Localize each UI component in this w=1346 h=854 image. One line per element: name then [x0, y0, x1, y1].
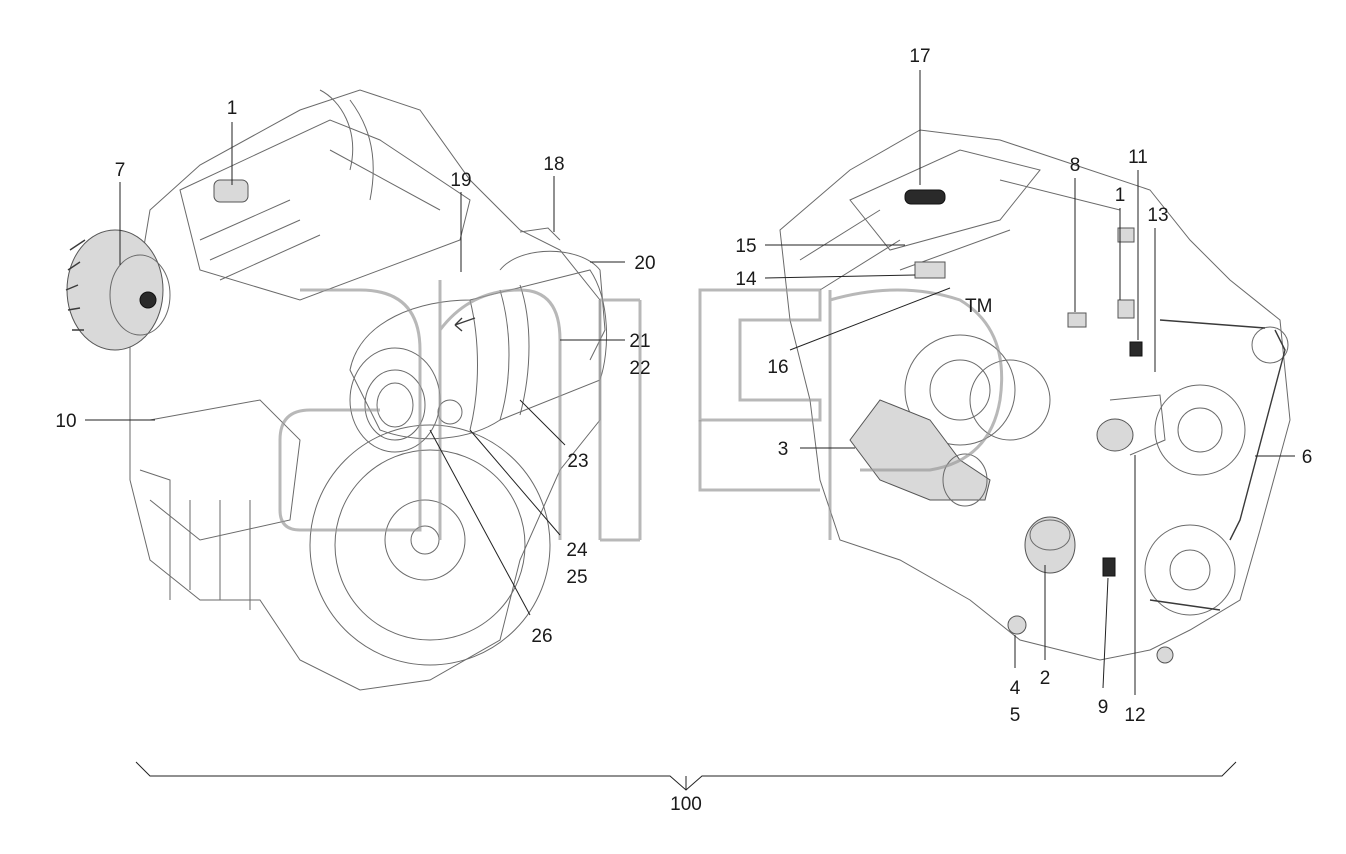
callout-18: 18 — [543, 154, 564, 175]
callout-7: 7 — [115, 160, 126, 181]
watermark-logo — [278, 280, 1004, 542]
callout-3: 3 — [778, 439, 789, 460]
callout-14: 14 — [735, 269, 757, 290]
watermark-trademark: TM — [965, 296, 992, 317]
callout-20: 20 — [634, 253, 655, 274]
callout-19: 19 — [450, 170, 471, 191]
left-engine-illustration — [65, 89, 607, 691]
callout-22: 22 — [629, 358, 650, 379]
callout-13: 13 — [1147, 205, 1168, 226]
right-engine-illustration — [779, 129, 1291, 664]
callout-23: 23 — [567, 451, 588, 472]
callout-2: 2 — [1040, 668, 1051, 689]
callout-11: 11 — [1128, 147, 1148, 168]
callout-6: 6 — [1302, 447, 1313, 468]
callout-24: 24 — [566, 540, 588, 561]
callout-25: 25 — [566, 567, 587, 588]
callout-15: 15 — [735, 236, 756, 257]
callout-12: 12 — [1124, 705, 1145, 726]
callout-100: 100 — [670, 794, 702, 815]
callout-26: 26 — [531, 626, 552, 647]
callout-16: 16 — [767, 357, 788, 378]
callout-1-right: 1 — [1115, 185, 1126, 206]
callout-5: 5 — [1010, 705, 1021, 726]
callout-8: 8 — [1070, 155, 1081, 176]
callout-21: 21 — [629, 331, 650, 352]
callout-10: 10 — [55, 411, 76, 432]
callout-4: 4 — [1010, 678, 1021, 699]
callout-17: 17 — [909, 46, 930, 67]
callout-labels: 1 7 19 18 20 21 22 23 24 25 26 10 17 8 1… — [55, 46, 1312, 815]
callout-9: 9 — [1098, 697, 1109, 718]
callout-1-left: 1 — [227, 98, 238, 119]
leader-lines — [85, 70, 1295, 791]
